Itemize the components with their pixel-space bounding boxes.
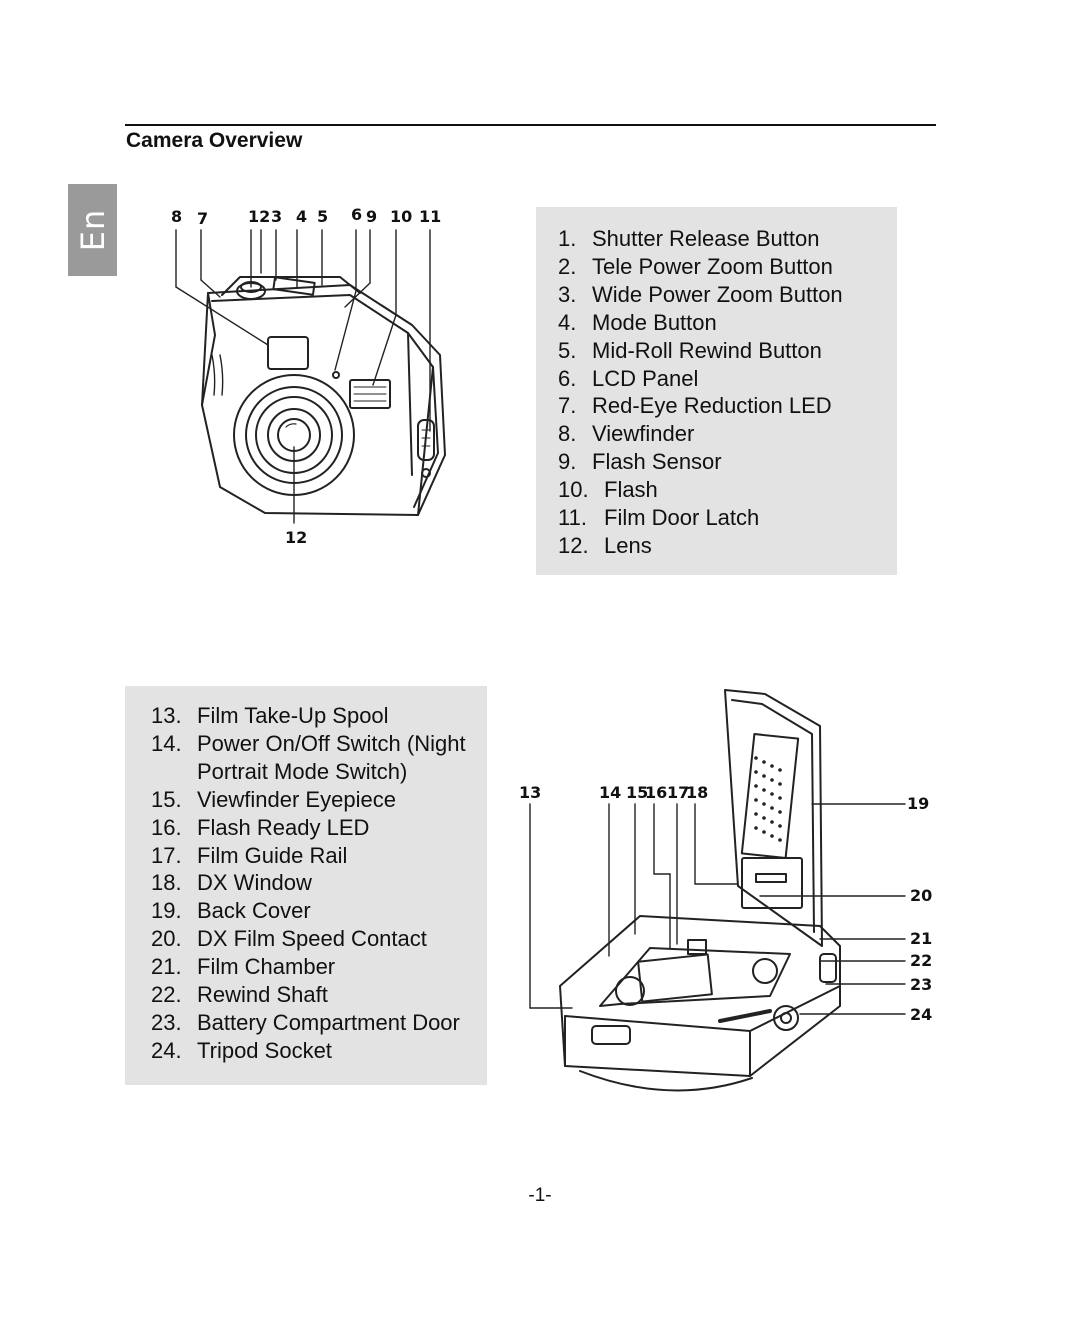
camera-back-illustration bbox=[529, 689, 906, 1092]
callout-3: 3 bbox=[271, 207, 283, 226]
callout-19: 19 bbox=[907, 794, 930, 813]
camera-front-illustration bbox=[175, 229, 446, 524]
callout-16: 16 bbox=[645, 783, 668, 802]
callout-10: 10 bbox=[390, 207, 413, 226]
callout-23: 23 bbox=[910, 975, 933, 994]
legend-item: 19.Back Cover bbox=[151, 898, 311, 924]
page-number: -1- bbox=[528, 1185, 552, 1206]
legend-item: 9.Flash Sensor bbox=[558, 449, 722, 475]
callout-12-bottom: 12 bbox=[285, 528, 308, 547]
language-label: En bbox=[73, 208, 112, 252]
callout-20: 20 bbox=[910, 886, 933, 905]
legend-item: 18.DX Window bbox=[151, 870, 312, 896]
front-legend-panel: 1.Shutter Release Button 2.Tele Power Zo… bbox=[536, 207, 897, 575]
legend-item: 10.Flash bbox=[558, 477, 658, 503]
back-legend-list: 13.Film Take-Up Spool 14.Power On/Off Sw… bbox=[151, 702, 466, 1065]
legend-item: 24.Tripod Socket bbox=[151, 1037, 332, 1063]
back-legend-panel: 13.Film Take-Up Spool 14.Power On/Off Sw… bbox=[125, 686, 487, 1085]
legend-item: 22.Rewind Shaft bbox=[151, 982, 328, 1008]
legend-item: 23.Battery Compartment Door bbox=[151, 1009, 460, 1035]
legend-item: 5.Mid-Roll Rewind Button bbox=[558, 337, 822, 363]
legend-item: 8.Viewfinder bbox=[558, 421, 695, 447]
callout-13: 13 bbox=[519, 783, 542, 802]
legend-item: 7.Red-Eye Reduction LED bbox=[558, 393, 832, 419]
callout-9: 9 bbox=[366, 207, 378, 226]
legend-item: 2.Tele Power Zoom Button bbox=[558, 253, 833, 279]
legend-item: 15.Viewfinder Eyepiece bbox=[151, 786, 396, 812]
callout-21: 21 bbox=[910, 929, 933, 948]
callout-22: 22 bbox=[910, 951, 933, 970]
legend-item: 16.Flash Ready LED bbox=[151, 814, 370, 840]
callout-11: 11 bbox=[419, 207, 442, 226]
header-rule bbox=[125, 124, 936, 126]
callout-15: 15 bbox=[626, 783, 649, 802]
page-title: Camera Overview bbox=[126, 129, 303, 152]
legend-item: 6.LCD Panel bbox=[558, 365, 699, 391]
legend-item: 1.Shutter Release Button bbox=[558, 226, 820, 251]
legend-item: 11.Film Door Latch bbox=[558, 505, 760, 531]
callout-24: 24 bbox=[910, 1005, 933, 1024]
callout-5: 5 bbox=[317, 207, 329, 226]
callout-7: 7 bbox=[197, 209, 209, 228]
callout-18: 18 bbox=[686, 783, 709, 802]
legend-item: 21.Film Chamber bbox=[151, 954, 336, 980]
legend-item: 14.Power On/Off Switch (Night Portrait M… bbox=[151, 730, 466, 784]
legend-item: 13.Film Take-Up Spool bbox=[151, 703, 389, 728]
callout-14: 14 bbox=[599, 783, 622, 802]
callout-17: 17 bbox=[667, 783, 690, 802]
language-tab: En bbox=[68, 184, 117, 276]
callout-6: 6 bbox=[351, 205, 363, 224]
legend-item: 3.Wide Power Zoom Button bbox=[558, 281, 843, 307]
front-legend-list: 1.Shutter Release Button 2.Tele Power Zo… bbox=[558, 225, 843, 560]
callout-12-top: 12 bbox=[248, 207, 271, 226]
callout-4: 4 bbox=[296, 207, 308, 226]
legend-item: 12.Lens bbox=[558, 532, 652, 558]
callout-8: 8 bbox=[171, 207, 183, 226]
legend-item: 17.Film Guide Rail bbox=[151, 842, 348, 868]
legend-item: 4.Mode Button bbox=[558, 309, 717, 335]
legend-item: 20.DX Film Speed Contact bbox=[151, 926, 427, 952]
